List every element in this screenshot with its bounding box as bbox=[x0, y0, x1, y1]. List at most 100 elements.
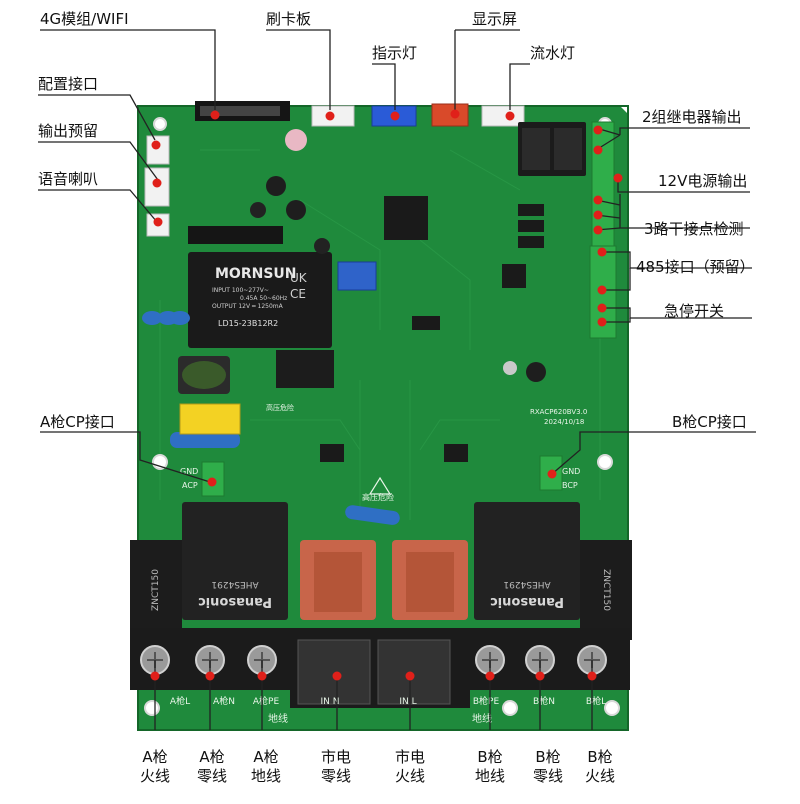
bottom-label-line1: 市电 bbox=[394, 748, 425, 766]
warning-triangle-icon bbox=[368, 476, 392, 495]
main-terminal-block bbox=[130, 628, 630, 708]
marker-dots bbox=[150, 109, 623, 681]
marker-dot bbox=[151, 140, 161, 150]
label-indicator: 指示灯 bbox=[372, 44, 418, 62]
blue-capacitors bbox=[142, 311, 400, 525]
bottom-label-line1: B枪 bbox=[477, 748, 503, 766]
relay-b-brand: Panasonic bbox=[490, 594, 564, 609]
electrolytic-capacitors bbox=[250, 129, 546, 382]
relay-b: Panasonic AHES4291 bbox=[474, 502, 580, 620]
label-dry-contact: 3路干接点检测 bbox=[644, 220, 744, 238]
label-relay-output: 2组继电器输出 bbox=[642, 108, 742, 126]
bottom-label-line1: 市电 bbox=[320, 748, 351, 766]
marker-dot bbox=[205, 671, 215, 681]
orange-relays bbox=[300, 540, 468, 620]
label-cp-b: B枪CP接口 bbox=[672, 413, 747, 431]
marker-dot bbox=[593, 125, 603, 135]
marker-dot bbox=[593, 195, 603, 205]
bottom-label: B枪火线 bbox=[570, 748, 630, 786]
label-estop: 急停开关 bbox=[664, 302, 725, 320]
marker-dot bbox=[152, 178, 162, 188]
relay-b-model: AHES4291 bbox=[503, 579, 550, 589]
svg-text:ZNCT150: ZNCT150 bbox=[151, 569, 161, 611]
inductor bbox=[178, 356, 230, 394]
yellow-capacitor bbox=[179, 403, 241, 435]
bottom-label-line1: A枪 bbox=[253, 748, 279, 766]
label-cp-a: A枪CP接口 bbox=[40, 413, 115, 431]
marker-dot bbox=[547, 469, 557, 479]
psu-model: LD15-23B12R2 bbox=[218, 319, 278, 328]
silk-gnd-a: GND bbox=[180, 467, 198, 476]
connector-config bbox=[146, 135, 170, 165]
label-display: 显示屏 bbox=[472, 10, 518, 28]
psu-input: INPUT 100~277V~ bbox=[212, 287, 269, 294]
connector-display bbox=[431, 103, 469, 127]
bottom-label-line2: 零线 bbox=[532, 767, 563, 785]
connector-flow-light bbox=[481, 105, 525, 127]
dip-switch bbox=[337, 261, 377, 291]
small-relay-mid bbox=[276, 350, 334, 388]
marker-dot bbox=[597, 285, 607, 295]
bottom-label-line2: 火线 bbox=[584, 767, 615, 785]
side-relay-a: ZNCT150 bbox=[130, 540, 182, 640]
marker-dot bbox=[593, 225, 603, 235]
marker-dot bbox=[593, 210, 603, 220]
svg-text:CE: CE bbox=[290, 287, 306, 301]
silk-date: 2024/10/18 bbox=[544, 418, 584, 426]
terminal-silk-label: A枪PE bbox=[253, 695, 280, 707]
marker-dot bbox=[325, 111, 335, 121]
marker-dot bbox=[153, 217, 163, 227]
bottom-label-line2: 火线 bbox=[394, 767, 425, 785]
silk-bcp: BCP bbox=[562, 481, 578, 490]
bottom-label-line1: B枪 bbox=[587, 748, 613, 766]
marker-dot bbox=[535, 671, 545, 681]
silk-ground-b: 地线 bbox=[472, 712, 492, 725]
marker-dot bbox=[485, 671, 495, 681]
silk-gnd-b: GND bbox=[562, 467, 580, 476]
psu-output: OUTPUT 12V ═ 1250mA bbox=[212, 303, 284, 310]
psu-module: MORNSUN INPUT 100~277V~ 0.45A 50~60Hz OU… bbox=[188, 252, 332, 348]
bottom-label: B枪零线 bbox=[518, 748, 578, 786]
callout-leaders bbox=[38, 29, 756, 730]
terminal-silk-label: B枪L bbox=[586, 695, 606, 707]
marker-dot bbox=[150, 671, 160, 681]
terminal-silk-label: B枪PE bbox=[473, 695, 500, 707]
bottom-label-line1: B枪 bbox=[535, 748, 561, 766]
terminal-silk-label: IN N bbox=[321, 697, 340, 707]
marker-dot bbox=[613, 173, 623, 183]
label-config-port: 配置接口 bbox=[38, 75, 99, 93]
label-card-board: 刷卡板 bbox=[266, 10, 312, 28]
marker-dot bbox=[597, 303, 607, 313]
marker-dot bbox=[405, 671, 415, 681]
svg-text:ZNCT150: ZNCT150 bbox=[601, 569, 611, 611]
marker-dot bbox=[332, 671, 342, 681]
ic-chips bbox=[320, 196, 544, 462]
marker-dot bbox=[207, 477, 217, 487]
marker-dot bbox=[390, 111, 400, 121]
relay-a-brand: Panasonic bbox=[198, 594, 272, 609]
bottom-label-line1: A枪 bbox=[142, 748, 168, 766]
marker-dot bbox=[597, 317, 607, 327]
bottom-label-line2: 地线 bbox=[250, 767, 281, 785]
bottom-label-line1: A枪 bbox=[199, 748, 225, 766]
silk-version: RXACP620BV3.0 bbox=[530, 408, 587, 416]
bottom-label-line2: 地线 bbox=[474, 767, 505, 785]
bottom-label: 市电火线 bbox=[380, 748, 440, 786]
label-speaker: 语音喇叭 bbox=[38, 170, 99, 188]
bottom-label: A枪地线 bbox=[236, 748, 296, 786]
label-rs485: 485接口（预留） bbox=[636, 258, 755, 276]
bottom-label: B枪地线 bbox=[460, 748, 520, 786]
side-relay-b: ZNCT150 bbox=[580, 540, 632, 640]
bottom-label: 市电零线 bbox=[306, 748, 366, 786]
bottom-label: A枪零线 bbox=[182, 748, 242, 786]
marker-dot bbox=[597, 247, 607, 257]
bottom-label-line2: 零线 bbox=[320, 767, 351, 785]
silk-warning-2: 高压危险 bbox=[266, 403, 294, 412]
terminal-silk-label: IN L bbox=[399, 697, 416, 707]
label-flow-light: 流水灯 bbox=[530, 44, 576, 62]
silk-acp: ACP bbox=[182, 481, 198, 490]
marker-dot bbox=[587, 671, 597, 681]
silk-warning: 高压危险 bbox=[362, 492, 394, 502]
